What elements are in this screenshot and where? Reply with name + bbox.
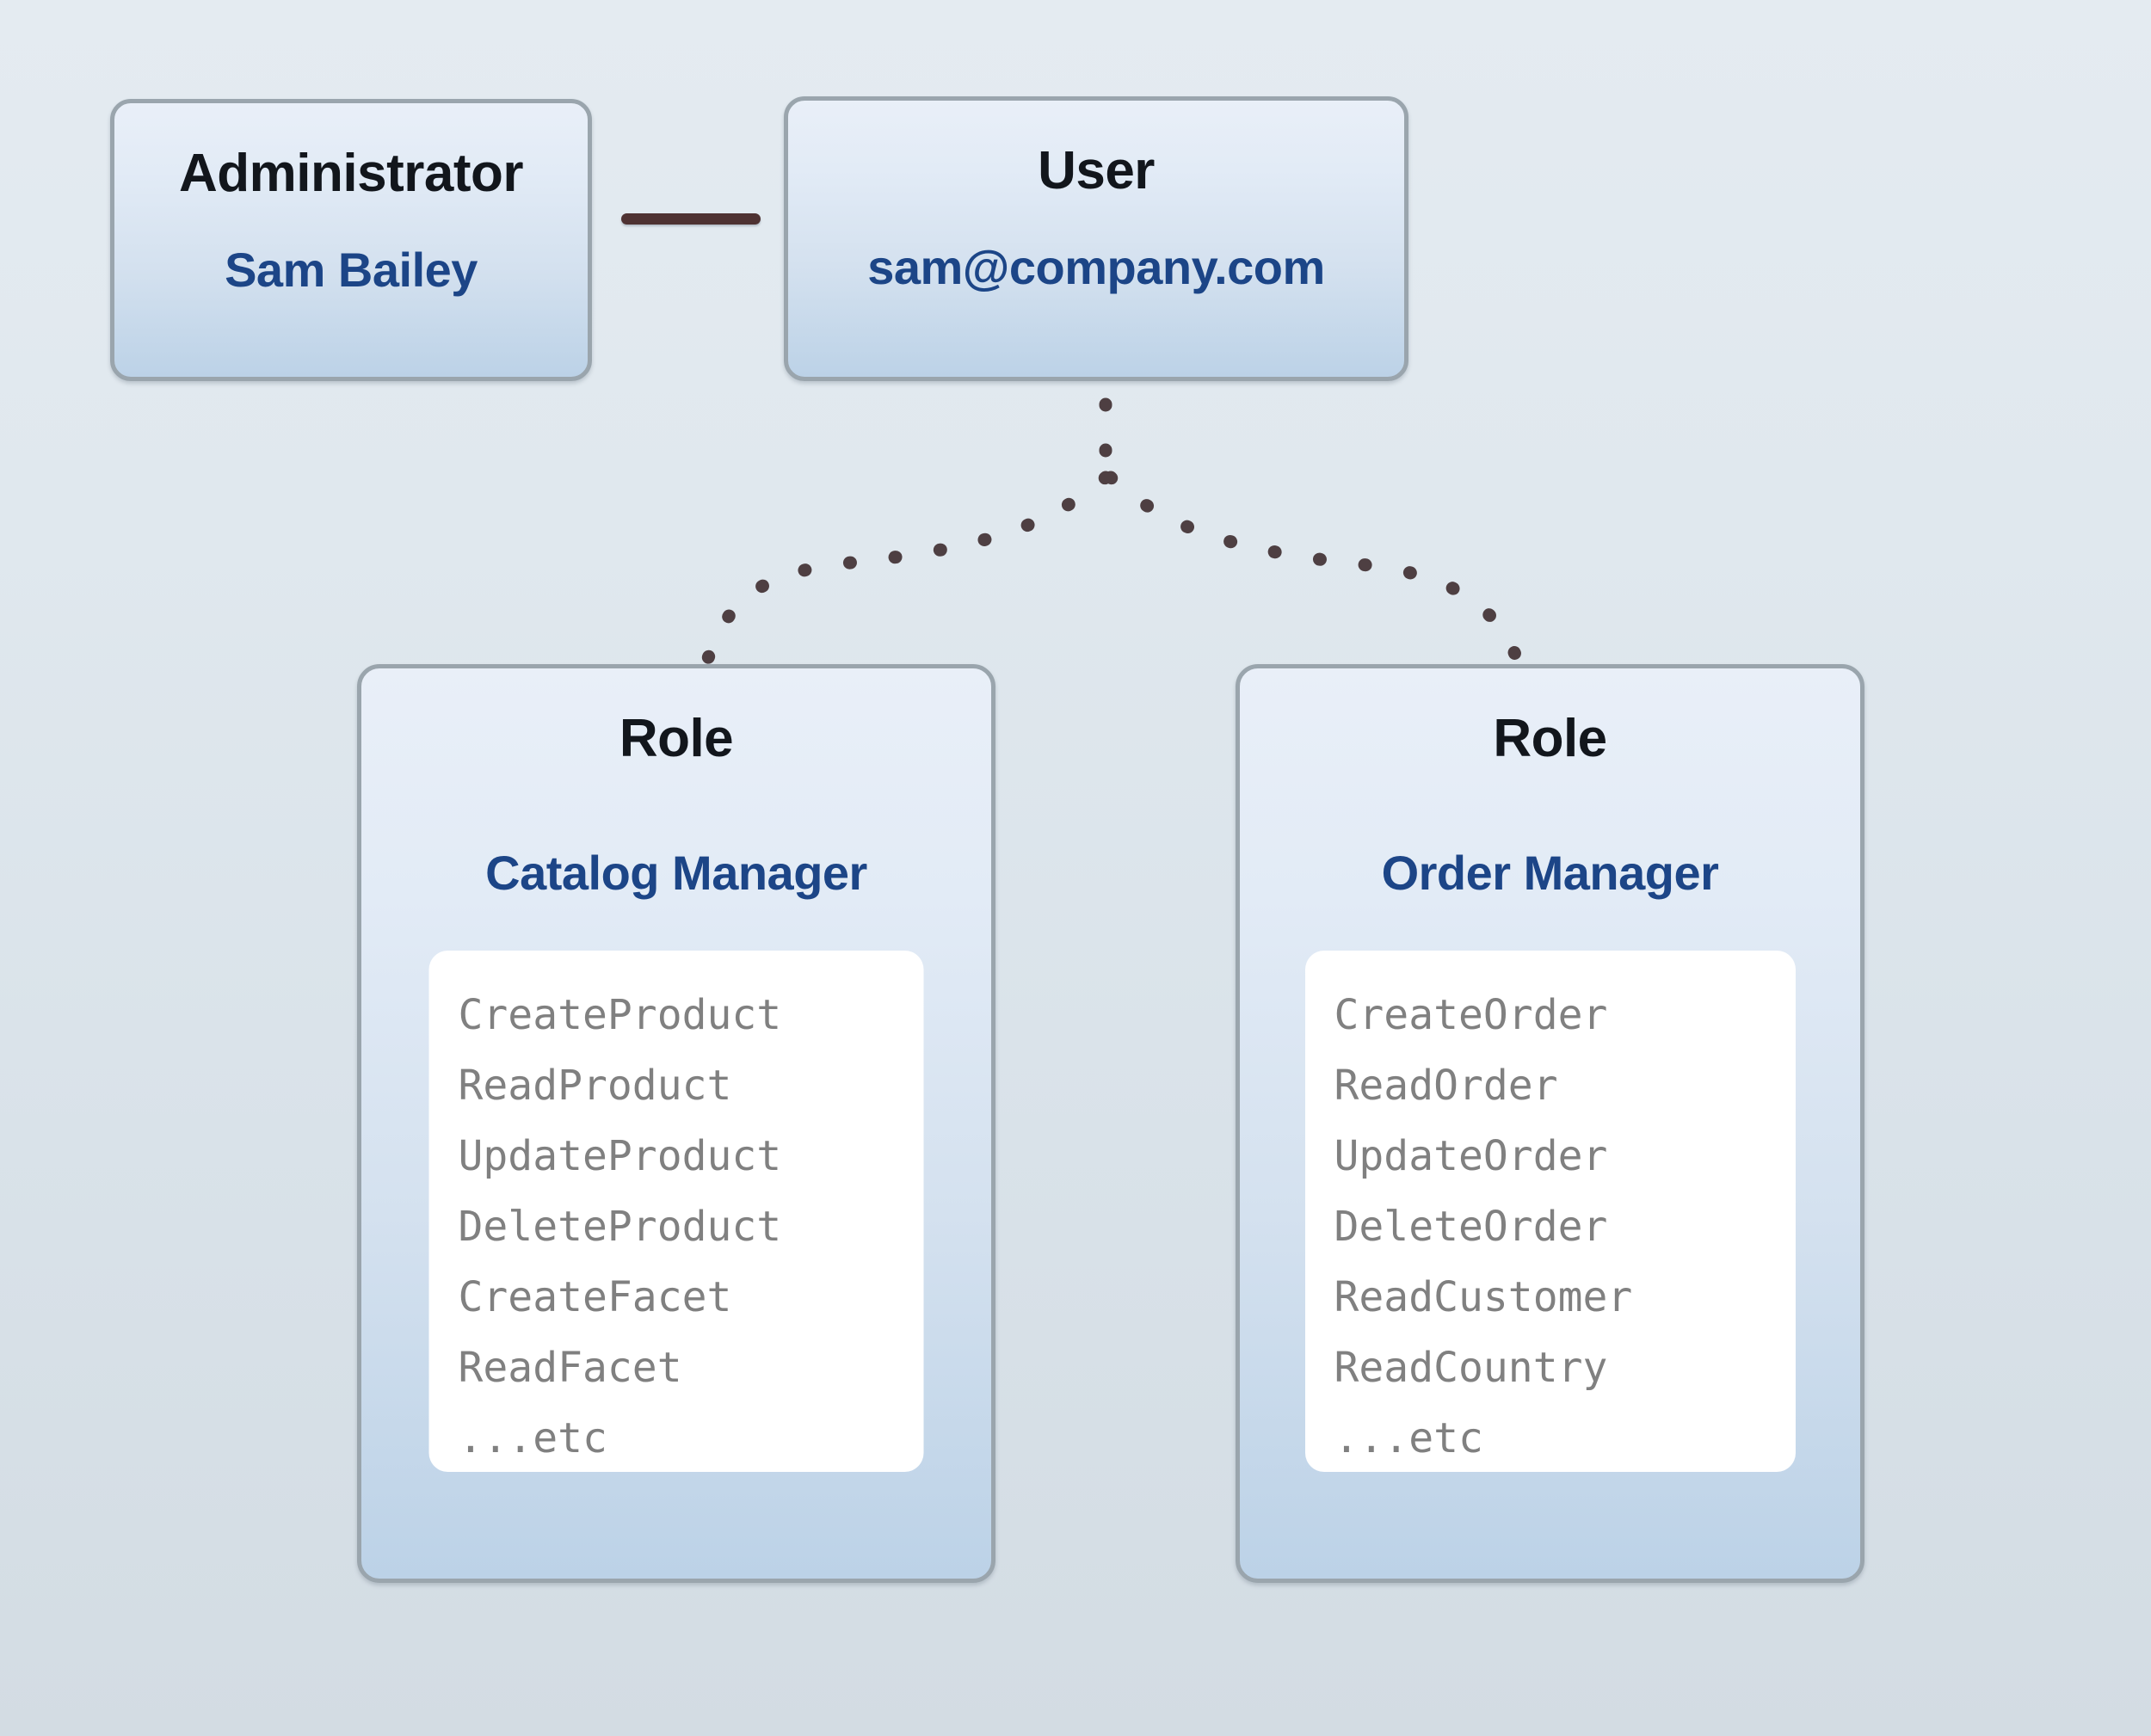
permission-item: CreateFacet (458, 1273, 732, 1321)
permission-item: CreateOrder (1334, 991, 1608, 1039)
user-email-label: sam@company.com (867, 240, 1325, 294)
user-node[interactable]: User sam@company.com (784, 96, 1408, 381)
permission-item: ReadProduct (458, 1062, 732, 1110)
role-node-order-manager[interactable]: Role Order Manager CreateOrder ReadOrder… (1236, 664, 1864, 1583)
permission-item: DeleteOrder (1334, 1203, 1608, 1251)
permission-item: CreateProduct (458, 991, 782, 1039)
permission-item: ReadOrder (1334, 1062, 1558, 1110)
administrator-type-label: Administrator (179, 144, 523, 203)
permission-item: ReadCountry (1334, 1344, 1608, 1392)
administrator-name-label: Sam Bailey (225, 243, 478, 297)
permission-card-catalog: CreateProduct ReadProduct UpdateProduct … (428, 951, 924, 1472)
role-type-label-catalog: Role (619, 709, 734, 768)
user-type-label: User (1038, 141, 1155, 200)
role-name-label-order: Order Manager (1381, 846, 1719, 900)
role-type-label-order: Role (1493, 709, 1607, 768)
permission-card-order: CreateOrder ReadOrder UpdateOrder Delete… (1304, 951, 1796, 1472)
permission-item: ...etc (1334, 1414, 1483, 1462)
permission-item: UpdateOrder (1334, 1132, 1608, 1180)
role-node-catalog-manager[interactable]: Role Catalog Manager CreateProduct ReadP… (357, 664, 995, 1583)
administrator-node[interactable]: Administrator Sam Bailey (110, 99, 592, 381)
edge-user-to-catalog-role (700, 471, 1112, 668)
administrator-user-connector (621, 213, 761, 225)
permission-item: ReadCustomer (1334, 1273, 1633, 1321)
edge-user-to-order-role (1104, 471, 1525, 668)
permission-item: ...etc (458, 1414, 607, 1462)
role-name-label-catalog: Catalog Manager (485, 846, 867, 900)
permission-item: ReadFacet (458, 1344, 682, 1392)
permission-item: DeleteProduct (458, 1203, 782, 1251)
permission-item: UpdateProduct (458, 1132, 782, 1180)
